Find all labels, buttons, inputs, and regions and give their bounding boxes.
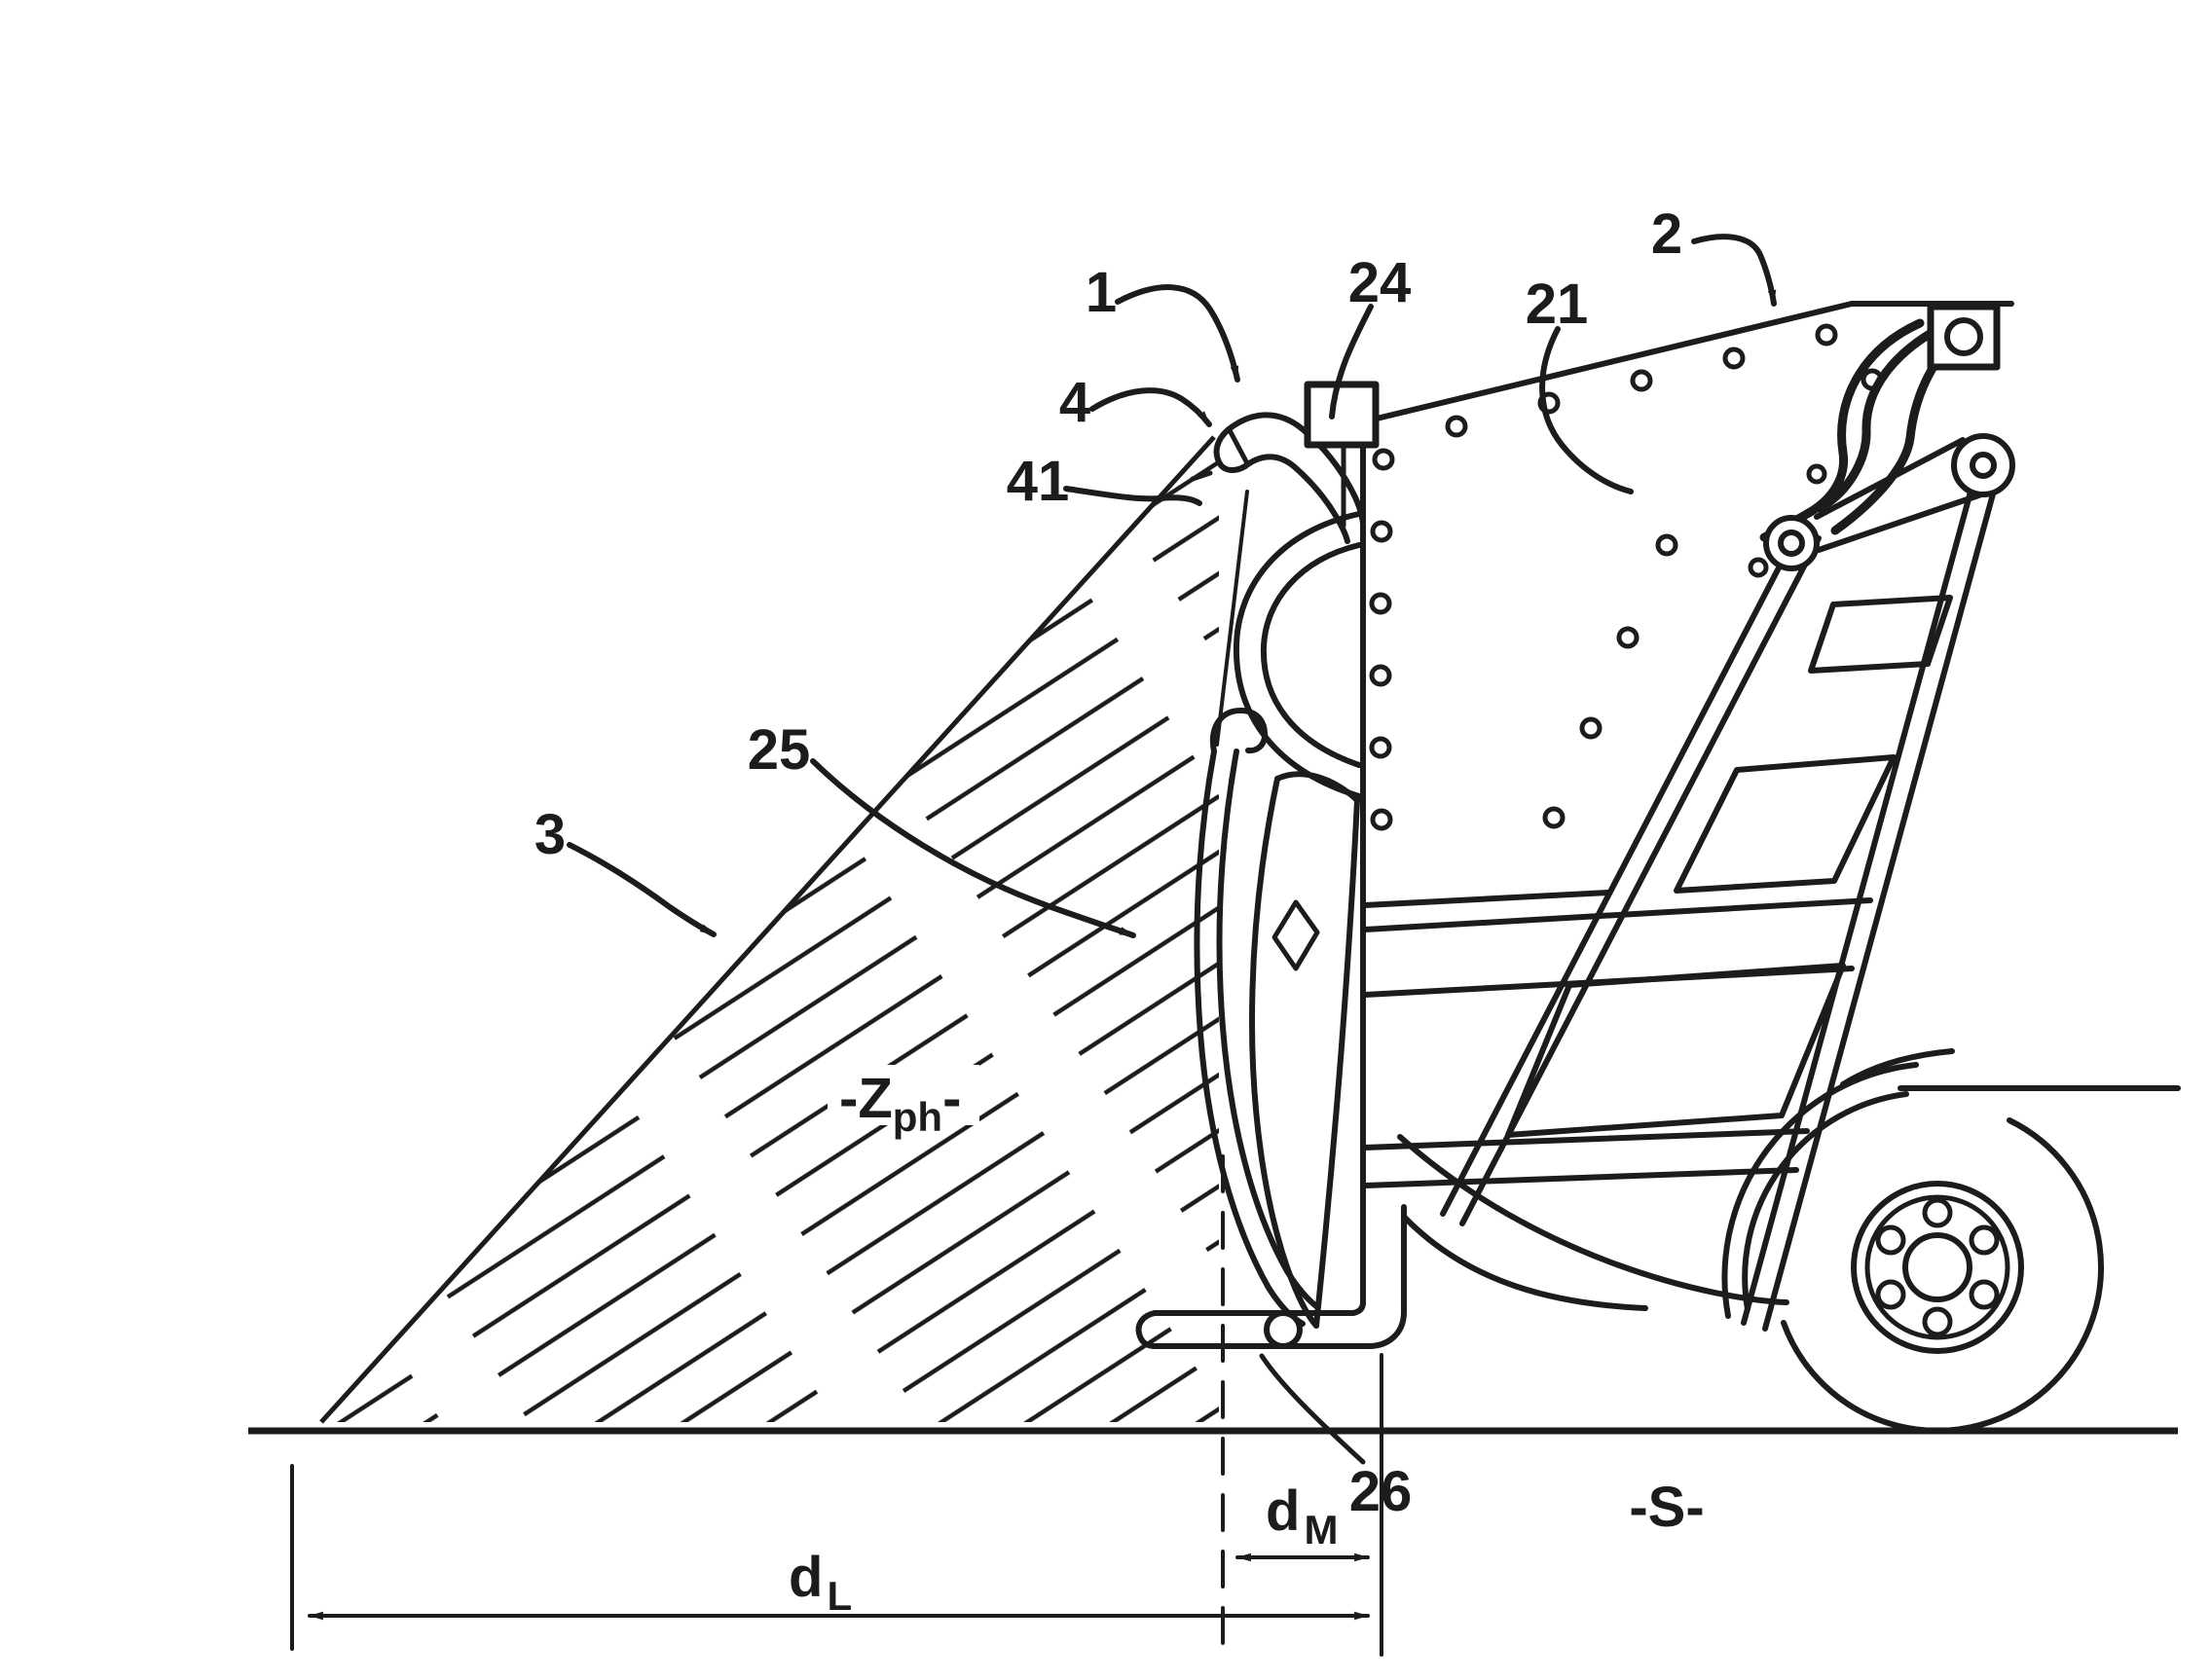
- sensor-box-body: [1304, 381, 1380, 449]
- throat-outer-arc: [1233, 511, 1362, 799]
- wheel: [1781, 1117, 2104, 1434]
- link-arm-lower-edge: [1816, 488, 1996, 553]
- frame-bars: [1362, 897, 1873, 1188]
- hose-3: [1802, 318, 1925, 519]
- nose-cap: [1213, 426, 1248, 473]
- label-2: 2: [1651, 202, 1682, 266]
- boot-shield: [1249, 771, 1360, 1329]
- label-dim-dl: dL: [789, 1546, 852, 1619]
- nose-lower-edge: [1242, 454, 1350, 544]
- nose-cap-band: [1228, 429, 1250, 466]
- text-labels: 1 2 3 4 21 24 25 26 41 -Zph- dM dL -S-: [534, 202, 1705, 1619]
- boot-right-edge: [1313, 797, 1360, 1329]
- bracket-hole: [1944, 317, 1983, 356]
- hose-1: [1815, 321, 1948, 513]
- right-rail-outer: [1762, 456, 2006, 1332]
- frame-window-lower: [1505, 963, 1846, 1138]
- zone-hypotenuse-line: [319, 435, 1216, 1424]
- front-profile-line: [1215, 490, 1249, 747]
- linkage: [1763, 433, 2015, 571]
- left-rail-outer: [1440, 526, 1802, 1217]
- label-21: 21: [1526, 273, 1589, 336]
- throat-inner-arc: [1260, 542, 1362, 768]
- reference-leaders: [567, 234, 1777, 938]
- ladder-frame: [1440, 450, 2006, 1332]
- fender-top-arc: [1840, 1048, 1955, 1087]
- tire-outline: [1781, 1117, 2104, 1434]
- right-rail-inner: [1741, 450, 1984, 1326]
- bracket-plate: [1927, 303, 2001, 371]
- pivot-lower-hole: [1778, 530, 1805, 557]
- fender: [1721, 1048, 2181, 1319]
- label-dim-dm: dM: [1266, 1479, 1338, 1552]
- ref25-leader: [810, 758, 1136, 938]
- label-41: 41: [1007, 450, 1070, 513]
- label-25: 25: [748, 718, 811, 782]
- boot-top-edge: [1274, 771, 1360, 803]
- boot-left-edge: [1249, 776, 1319, 1329]
- foot-roller: [1264, 1310, 1303, 1349]
- ref26-leader: [1259, 1353, 1366, 1465]
- side-panel: [1360, 301, 2014, 1305]
- hub-hole: [1902, 1232, 1972, 1302]
- ref3-leader: [567, 842, 717, 937]
- panel-top-edge: [1374, 301, 1855, 421]
- label-26: 26: [1349, 1460, 1413, 1523]
- foot-bar-top: [1152, 1299, 1366, 1316]
- ref21-leader: [1539, 326, 1634, 494]
- bar1-top: [1362, 897, 1873, 932]
- ref1-leader: [1115, 284, 1240, 383]
- label-1: 1: [1086, 261, 1117, 324]
- bar2-top: [1362, 1128, 1810, 1150]
- pivot-lower: [1763, 515, 1820, 571]
- ref2-leader: [1691, 234, 1777, 307]
- ref41-leader: [1063, 486, 1202, 506]
- foot-bar-cap: [1135, 1310, 1158, 1349]
- rivet-icons: [1369, 323, 1884, 831]
- ref4-leader: [1089, 387, 1212, 427]
- rim-outer: [1851, 1181, 2024, 1354]
- detection-zone: [319, 435, 1219, 1424]
- rod-hook: [1209, 708, 1269, 754]
- rim-inner: [1864, 1194, 2010, 1340]
- link-arm-upper-edge: [1814, 437, 1966, 520]
- label-zone-zph: -Zph-: [839, 1067, 961, 1140]
- nose-upper-edge: [1226, 412, 1366, 527]
- ref24-leader: [1329, 304, 1374, 420]
- sensor-box: [1304, 381, 1380, 529]
- panel-bottom-edge: [1362, 890, 1611, 908]
- boot-diamond-cutout: [1271, 899, 1320, 971]
- label-soil-s: -S-: [1629, 1476, 1704, 1539]
- rod-outer: [1194, 749, 1306, 1327]
- belly-curve-upper: [1397, 1134, 1789, 1305]
- label-3: 3: [534, 803, 566, 866]
- fender-inner-arc: [1742, 1091, 1909, 1312]
- label-4: 4: [1059, 371, 1090, 434]
- zone-label-background: [828, 1065, 979, 1125]
- fender-outer-arc: [1721, 1062, 1919, 1319]
- snout: [1190, 412, 1366, 799]
- frame-window-top: [1808, 595, 1953, 674]
- machine: [1135, 301, 2181, 1434]
- nose-tick: [1190, 470, 1213, 482]
- foot-bar-bottom: [1152, 1204, 1407, 1349]
- dimension-annotations: [290, 1154, 1383, 1657]
- label-24: 24: [1348, 251, 1412, 314]
- lug-holes: [1875, 1197, 2000, 1337]
- bar2-bottom: [1362, 1167, 1799, 1188]
- belly-curve-lower: [1401, 1214, 1648, 1311]
- pivot-upper-hole: [1970, 452, 1997, 479]
- frame-window-middle: [1674, 754, 1897, 894]
- foot-bar: [1135, 1204, 1407, 1349]
- pivot-upper: [1951, 433, 2015, 497]
- mount-bracket: [1927, 303, 2001, 371]
